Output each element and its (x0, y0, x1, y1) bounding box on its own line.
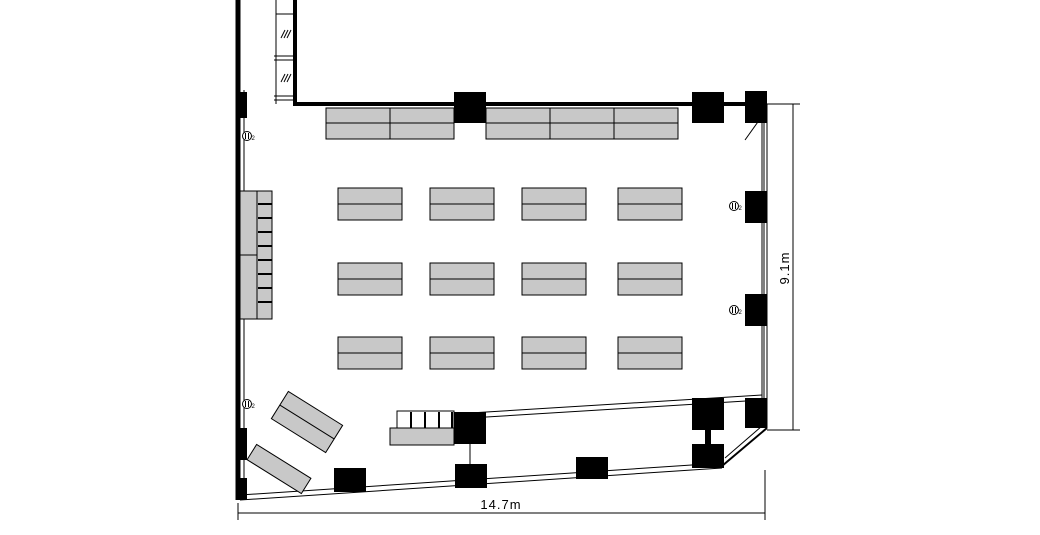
column (745, 398, 767, 428)
table-grid (337, 187, 683, 370)
column (745, 91, 767, 123)
dimension-width (237, 470, 766, 520)
column (692, 398, 724, 430)
table-rect (239, 190, 258, 256)
column (334, 468, 366, 492)
outlet-icon: 2 (242, 131, 256, 142)
width-dimension-label: 14.7m (480, 497, 521, 512)
dimension-depth (767, 103, 800, 431)
break-marks (280, 29, 292, 83)
column (238, 92, 247, 118)
column (238, 428, 247, 460)
column (454, 92, 486, 123)
column (238, 478, 247, 500)
outlet-label: 2 (252, 136, 256, 142)
outlet-label: 2 (252, 404, 256, 410)
outlets: 2 2 2 2 (242, 131, 743, 410)
columns (238, 91, 767, 500)
table-rect (389, 427, 455, 446)
outlet-label: 2 (739, 310, 743, 316)
column (745, 191, 767, 223)
outlet-icon: 2 (242, 399, 256, 410)
table-rect (256, 190, 273, 320)
top-wall-tables (325, 107, 679, 140)
column (454, 412, 486, 444)
chair-row (258, 203, 272, 303)
column (705, 430, 711, 446)
left-wall-tables (239, 190, 273, 320)
diagonal-bottom-right-inner (724, 425, 763, 459)
outlet-icon: 2 (729, 201, 743, 212)
column (455, 464, 487, 488)
diagonal-bottom-right (721, 427, 768, 467)
column (692, 92, 724, 123)
bottom-middle-table (389, 410, 455, 446)
column (745, 294, 767, 326)
outlet-label: 2 (739, 206, 743, 212)
column (576, 457, 608, 479)
angled-tables (246, 390, 344, 495)
table-rect (239, 254, 258, 320)
walls (235, 0, 768, 501)
column (692, 444, 724, 468)
depth-dimension-label: 9.1m (777, 252, 792, 285)
table-rect (246, 443, 312, 495)
outlet-icon: 2 (729, 305, 743, 316)
